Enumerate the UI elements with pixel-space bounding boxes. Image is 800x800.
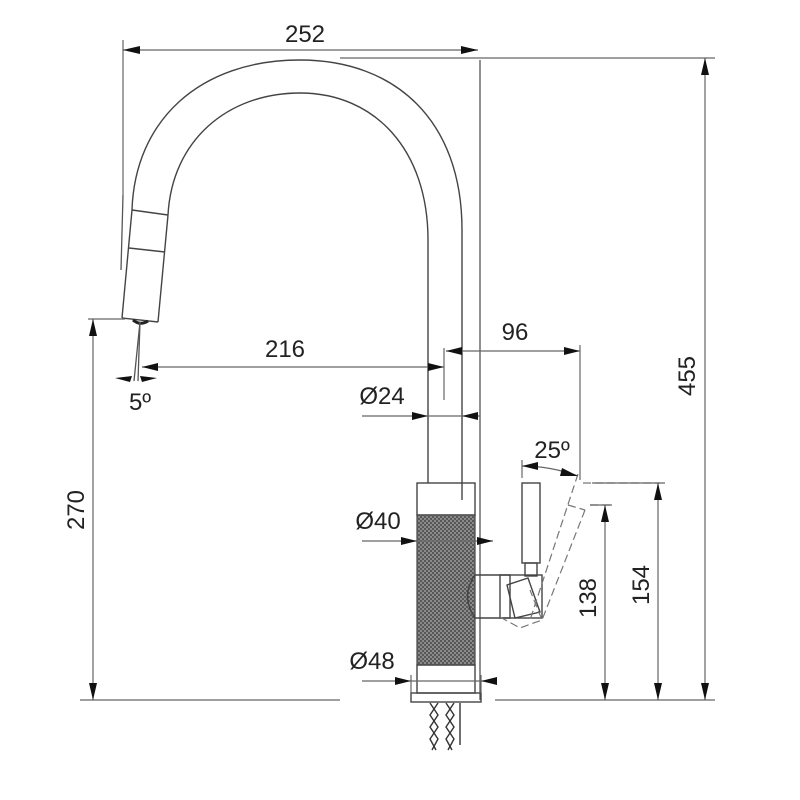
label-total-height: 455	[674, 356, 701, 396]
lever-handle	[506, 482, 541, 619]
label-handle-height-rest: 138	[575, 578, 602, 618]
label-spout-reach-outlet: 216	[265, 336, 305, 363]
faucet-body	[120, 59, 660, 751]
dimension-5-degree: 5º	[115, 376, 157, 416]
label-outlet-height: 270	[63, 490, 90, 530]
dimension-d48: Ø48	[349, 648, 497, 693]
body-collar	[416, 482, 476, 516]
knurled-body	[416, 514, 476, 666]
dimension-138: 138	[575, 504, 612, 700]
label-spray-angle: 5º	[129, 389, 151, 416]
supply-hoses	[429, 702, 461, 751]
spout-arc-inner	[167, 92, 429, 483]
label-spout-diameter: Ø24	[359, 383, 404, 410]
label-spout-reach-total: 252	[285, 21, 325, 48]
spout-arc-outer	[131, 59, 463, 500]
dimension-96: 96	[446, 319, 581, 480]
dimension-455: 455	[340, 57, 715, 700]
dimension-252: 252	[122, 21, 478, 195]
dimension-270: 270	[63, 318, 125, 700]
label-handle-angle: 25º	[534, 437, 570, 464]
spray-head	[120, 194, 169, 325]
dimension-25-degree: 25º	[521, 437, 579, 478]
label-base-diameter: Ø48	[349, 648, 394, 675]
dimension-d24: Ø24	[359, 383, 480, 420]
label-handle-offset: 96	[502, 319, 529, 346]
dimension-216: 216	[142, 336, 445, 400]
label-body-diameter: Ø40	[355, 508, 400, 535]
dimension-d40: Ø40	[355, 508, 493, 545]
dimension-154: 154	[592, 482, 665, 700]
base-plate	[410, 692, 482, 703]
label-handle-height-top: 154	[628, 565, 655, 605]
